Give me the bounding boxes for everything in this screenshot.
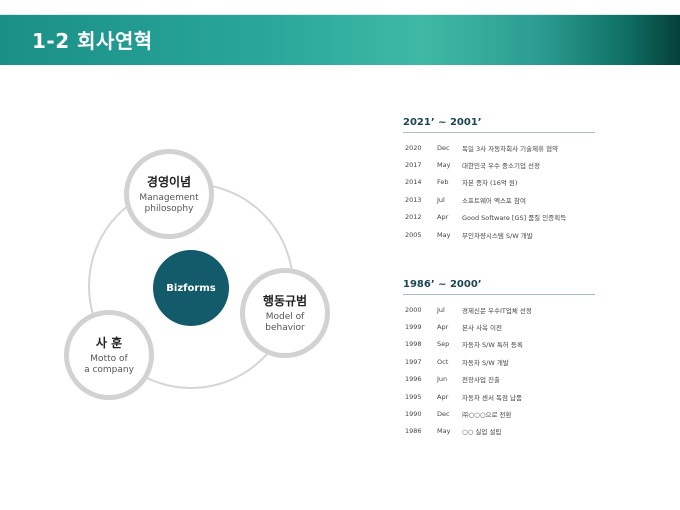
history-year: 2013 [405, 195, 422, 204]
history-year: 1999 [405, 323, 422, 332]
history-year: 1996 [405, 375, 422, 384]
history-desc: 자동차 센서 독점 납품 [462, 393, 523, 402]
history-month: May [437, 230, 451, 239]
history-desc: 자본 증자 (16억 원) [462, 179, 518, 188]
center-node-bizforms: Bizforms [153, 250, 229, 326]
history-row: 1999 Apr 본사 사옥 이전 [403, 318, 595, 335]
history-year: 1997 [405, 357, 422, 366]
page-title: 1-2 회사연혁 [32, 29, 153, 53]
history-row: 2013 Jul 소프트웨어 엑스포 참여 [403, 191, 595, 208]
history-row: 1990 Dec ㈜○○○으로 전환 [403, 405, 595, 422]
history-row: 1996 Jun 전장사업 진출 [403, 371, 595, 388]
history-year: 2020 [405, 143, 422, 152]
history-desc: 자동차 S/W 특허 등록 [462, 341, 523, 350]
history-month: Apr [437, 323, 449, 332]
values-diagram: 경영이념 Management philosophy 행동규범 Model of… [60, 140, 360, 410]
node-motto: 사 훈 Motto of a company [64, 310, 154, 400]
history-month: Apr [437, 213, 449, 222]
history-month: Dec [437, 143, 450, 152]
history-section-recent: 2021’ ~ 2001’ 2020 Dec 독일 3사 자동차회사 기술제휴 협약… [403, 117, 595, 243]
history-month: Feb [437, 178, 449, 187]
history-row: 2000 Jul 경제신문 우수IT업체 선정 [403, 301, 595, 318]
history-year: 2012 [405, 213, 422, 222]
node-title: 행동규범 [262, 294, 308, 308]
history-desc: 소프트웨어 엑스포 참여 [462, 196, 526, 205]
node-title: 경영이념 [146, 175, 192, 189]
title-banner: 1-2 회사연혁 [0, 15, 680, 65]
history-row: 2017 May 대한민국 우수 중소기업 선정 [403, 156, 595, 173]
history-month: Jul [437, 305, 445, 314]
history-desc: 자동차 S/W 개발 [462, 358, 509, 367]
history-desc: 독일 3사 자동차회사 기술제휴 협약 [462, 144, 559, 153]
history-month: Jul [437, 195, 445, 204]
node-subtitle: Model of behavior [265, 312, 305, 333]
history-year: 1986 [405, 427, 422, 436]
history-row: 2020 Dec 독일 3사 자동차회사 기술제휴 협약 [403, 139, 595, 156]
history-desc: 전장사업 진출 [462, 376, 500, 385]
node-model-of-behavior: 행동규범 Model of behavior [240, 268, 330, 358]
history-month: Dec [437, 410, 450, 419]
section-title: 2021’ ~ 2001’ [403, 117, 595, 133]
history-month: Sep [437, 340, 450, 349]
history-row: 2014 Feb 자본 증자 (16억 원) [403, 174, 595, 191]
history-year: 2014 [405, 178, 422, 187]
history-year: 1998 [405, 340, 422, 349]
history-desc: 본사 사옥 이전 [462, 324, 503, 333]
history-row: 1995 Apr 자동차 센서 독점 납품 [403, 388, 595, 405]
history-desc: 대한민국 우수 중소기업 선정 [462, 162, 540, 171]
history-year: 1990 [405, 410, 422, 419]
section-title: 1986’ ~ 2000’ [403, 279, 595, 295]
history-desc: Good Software [GS] 품질 인증획득 [462, 214, 567, 223]
history-desc: ○○ 실업 설립 [462, 428, 502, 437]
history-row: 1998 Sep 자동차 S/W 특허 등록 [403, 336, 595, 353]
history-month: May [437, 161, 451, 170]
history-month: Oct [437, 357, 449, 366]
history-year: 2005 [405, 230, 422, 239]
history-month: Jun [437, 375, 448, 384]
history-desc: 무인차량시스템 S/W 개발 [462, 231, 533, 240]
history-month: Apr [437, 392, 449, 401]
history-year: 1995 [405, 392, 422, 401]
node-management-philosophy: 경영이념 Management philosophy [124, 149, 214, 239]
history-row: 1986 May ○○ 실업 설립 [403, 423, 595, 440]
node-title: 사 훈 [95, 336, 123, 350]
top-divider [0, 14, 680, 15]
history-year: 2017 [405, 161, 422, 170]
history-desc: ㈜○○○으로 전환 [462, 411, 512, 420]
history-desc: 경제신문 우수IT업체 선정 [462, 306, 532, 315]
node-subtitle: Management philosophy [139, 193, 199, 214]
history-row: 2005 May 무인차량시스템 S/W 개발 [403, 226, 595, 243]
history-month: May [437, 427, 451, 436]
node-subtitle: Motto of a company [84, 354, 134, 375]
history-row: 1997 Oct 자동차 S/W 개발 [403, 353, 595, 370]
history-year: 2000 [405, 305, 422, 314]
history-row: 2012 Apr Good Software [GS] 품질 인증획득 [403, 209, 595, 226]
